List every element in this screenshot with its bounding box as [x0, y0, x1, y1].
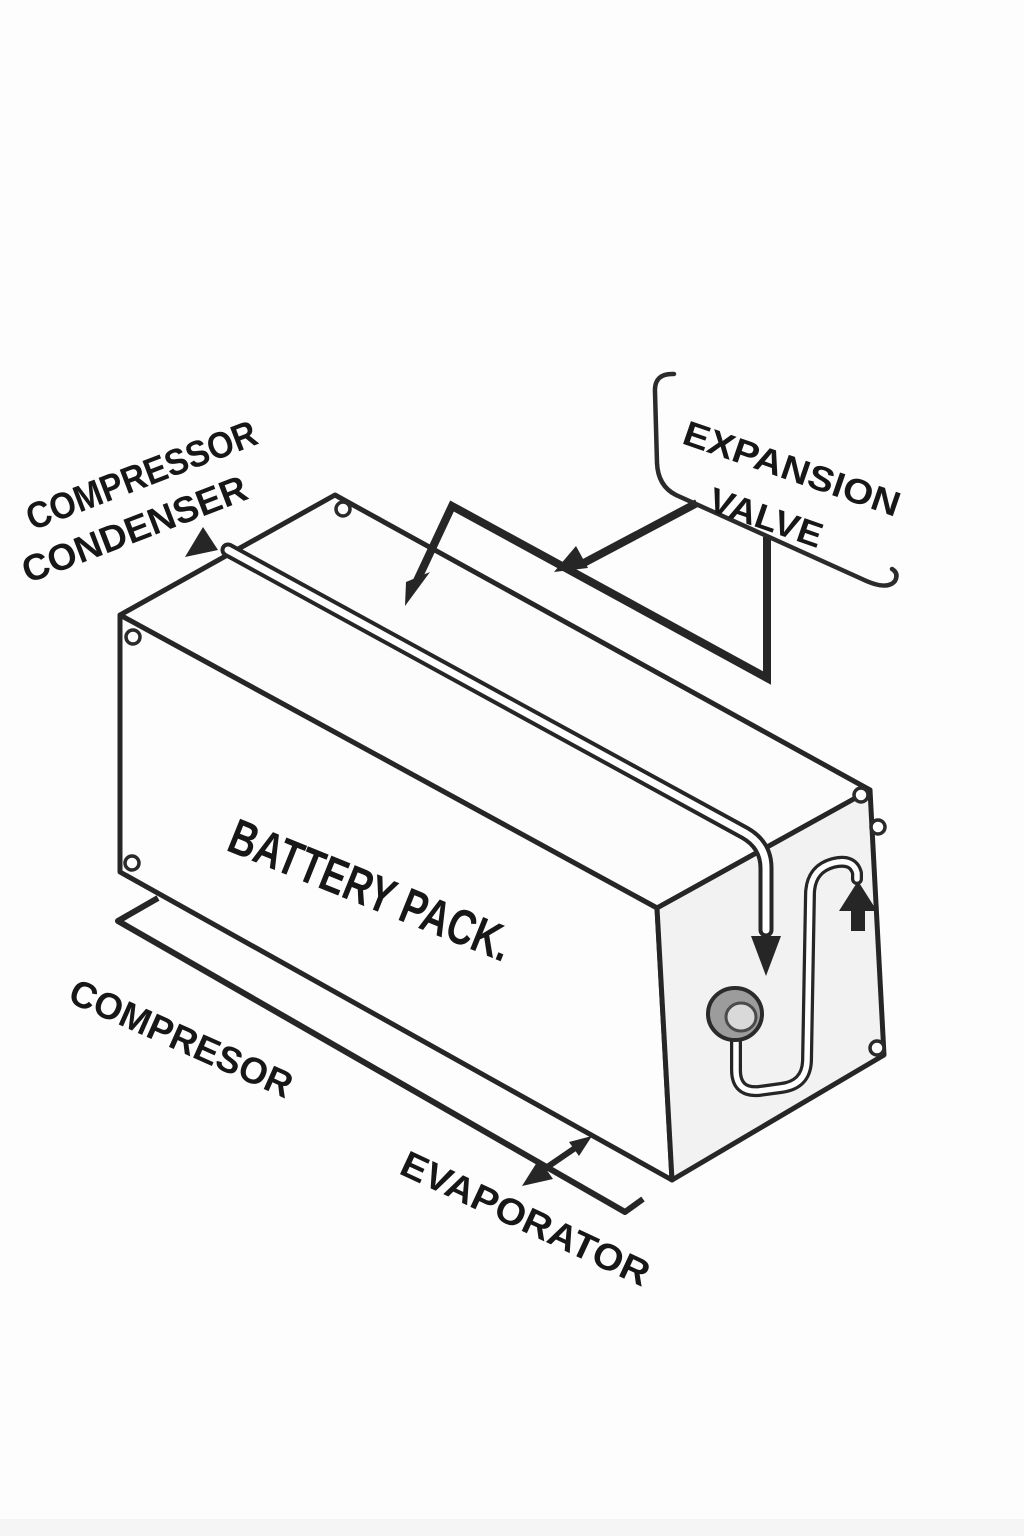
screw-hole-top — [334, 500, 352, 518]
screw-hole-top-right — [852, 786, 870, 804]
pipe-flow-down-arrow — [751, 936, 781, 976]
condenser-pipe — [220, 542, 781, 976]
evaporator-arrow-shaft — [538, 1143, 580, 1175]
base-flange — [115, 895, 645, 1215]
condenser-pipe-core — [224, 546, 770, 934]
bottom-scan-band — [0, 1519, 1024, 1536]
evaporator-arrowhead-down — [522, 1159, 553, 1186]
expansion-valve-leaders — [405, 499, 771, 685]
coolant-loop — [706, 855, 877, 1098]
screw-holes — [123, 500, 887, 1057]
box-end-face — [654, 787, 887, 1183]
valve-elbow-leader-line — [411, 500, 771, 685]
expansion-valve-callout-box — [652, 371, 899, 588]
screw-hole-end-top — [869, 818, 887, 836]
flow-up-arrow — [839, 881, 877, 931]
valve-leader-line — [578, 499, 699, 569]
valve-elbow-arrowhead — [405, 572, 430, 606]
evaporator-arrow — [522, 1136, 592, 1186]
condenser-arrowhead — [185, 527, 218, 557]
screw-hole-front-top-left — [124, 628, 142, 646]
screw-hole-front-bottom-left — [123, 854, 141, 872]
evaporator-arrowhead-up — [569, 1136, 592, 1156]
coolant-loop-pipe-core — [733, 859, 860, 1094]
screw-hole-end-bottom — [868, 1039, 886, 1057]
pipe-fitting-bore — [724, 1001, 758, 1033]
